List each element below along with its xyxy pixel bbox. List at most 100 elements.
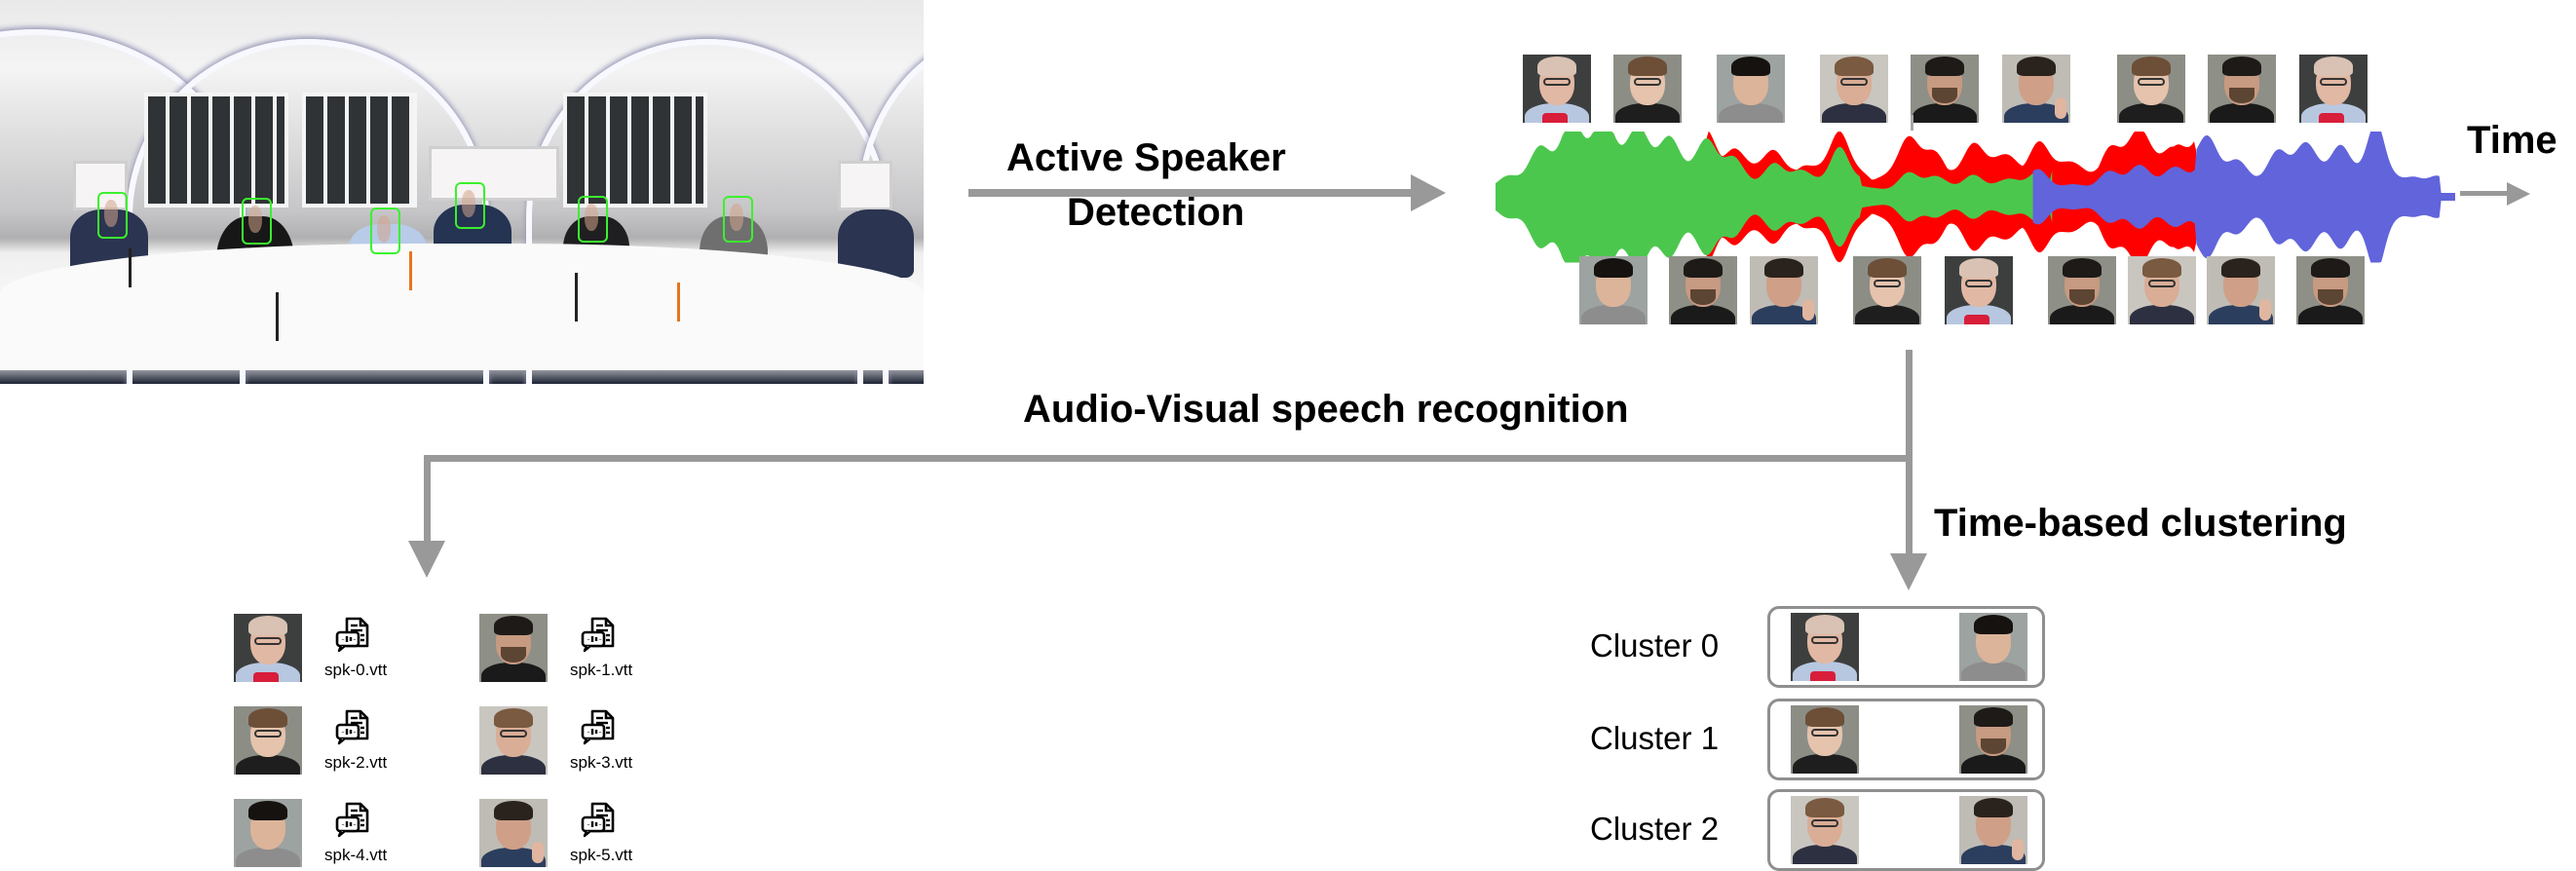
transcript-file-icon[interactable]	[334, 708, 371, 747]
face-hair	[494, 616, 533, 635]
face-hair	[1628, 57, 1667, 76]
face-hair	[494, 801, 533, 820]
avsr-arrow-vertical	[424, 455, 431, 545]
face-thumbnail-spk-0	[234, 614, 302, 682]
face-hair	[248, 801, 287, 820]
face-thumbnail-spk-1	[2048, 256, 2116, 324]
face-hair	[2221, 258, 2260, 278]
face-thumbnail-spk-1	[1911, 55, 1979, 123]
face-beard	[1690, 289, 1716, 305]
face-hair	[494, 708, 533, 728]
cluster-label: Cluster 0	[1590, 627, 1720, 663]
face-body	[236, 755, 300, 775]
face-beard	[501, 647, 526, 663]
face-bounding-box	[370, 208, 400, 254]
face-thumbnail-spk-5	[1959, 796, 2027, 864]
face-hair	[1835, 57, 1874, 76]
transcript-file-icon[interactable]	[334, 616, 371, 655]
transcript-file-name[interactable]: spk-3.vtt	[570, 753, 633, 772]
cluster-label: Cluster 1	[1590, 720, 1720, 756]
face-phone	[1810, 671, 1836, 681]
face-glasses	[1634, 78, 1661, 86]
face-thumbnail-spk-1	[2296, 256, 2365, 324]
face-hair	[248, 616, 287, 635]
face-body	[1961, 662, 2026, 681]
face-bounding-box	[97, 192, 128, 239]
transcript-file-icon[interactable]	[334, 801, 371, 840]
active-speaker-arrow-head	[1411, 174, 1446, 211]
face-hair	[2017, 57, 2056, 76]
face-thumbnail-spk-1	[479, 614, 548, 682]
face-beard	[1932, 88, 1957, 103]
face-bounding-box	[723, 196, 753, 243]
face-thumbnail-spk-2	[2117, 55, 2185, 123]
face-hand	[2259, 299, 2271, 321]
face-body	[1961, 845, 2026, 864]
face-glasses	[500, 730, 527, 738]
face-thumbnail-spk-5	[2207, 256, 2275, 324]
face-thumbnail-spk-0	[1945, 256, 2013, 324]
face-thumbnail-spk-4	[1959, 613, 2027, 681]
face-bounding-box	[242, 198, 272, 245]
audio-waveform	[1496, 132, 2455, 263]
transcript-file-name[interactable]: spk-0.vtt	[324, 661, 388, 679]
whiteboard	[838, 161, 892, 210]
transcript-file-icon[interactable]	[580, 616, 617, 655]
face-body	[2050, 305, 2114, 324]
face-hair	[248, 708, 287, 728]
transcript-file-name[interactable]: spk-2.vtt	[324, 753, 388, 772]
face-thumbnail-spk-1	[1959, 705, 2027, 774]
transcript-file-name[interactable]: spk-1.vtt	[570, 661, 633, 679]
face-hand	[2012, 839, 2024, 860]
tripod	[409, 251, 412, 290]
face-glasses	[1874, 280, 1901, 287]
face-bounding-box	[455, 182, 485, 229]
face-hair	[2311, 258, 2350, 278]
face-body	[1671, 305, 1735, 324]
timeline-tick	[1911, 115, 1913, 131]
face-thumbnail-spk-3	[2128, 256, 2196, 324]
face-thumbnail-spk-2	[1791, 705, 1859, 774]
time-arrow-head	[2507, 182, 2530, 206]
face-thumbnail-spk-2	[1853, 256, 1921, 324]
face-thumbnail-spk-4	[1717, 55, 1785, 123]
face-phone	[2319, 113, 2344, 123]
transcript-file-name[interactable]: spk-4.vtt	[324, 846, 388, 864]
avsr-arrow-horizontal	[424, 455, 1913, 462]
transcript-file-icon[interactable]	[580, 708, 617, 747]
tripod	[276, 292, 279, 341]
face-thumbnail-spk-5	[479, 799, 548, 867]
face-hair	[2132, 57, 2171, 76]
face-glasses	[2138, 78, 2165, 86]
face-thumbnail-spk-3	[1820, 55, 1888, 123]
transcript-file-name[interactable]: spk-5.vtt	[570, 846, 633, 864]
face-glasses	[1811, 729, 1838, 737]
cluster-label: Cluster 2	[1590, 811, 1720, 847]
face-glasses	[1811, 636, 1838, 644]
clustering-label: Time-based clustering	[1934, 502, 2347, 545]
face-body	[2209, 305, 2273, 324]
face-hair	[2222, 57, 2261, 76]
face-hair	[2063, 258, 2102, 278]
face-hair	[1537, 57, 1576, 76]
time-axis-label: Time	[2467, 119, 2557, 162]
face-thumbnail-spk-3	[479, 706, 548, 775]
transcript-file-icon[interactable]	[580, 801, 617, 840]
face-hair	[1764, 258, 1803, 278]
clustering-arrow-head	[1890, 553, 1927, 590]
face-body	[1581, 305, 1646, 324]
face-hair	[1731, 57, 1770, 76]
face-thumbnail-spk-1	[2208, 55, 2276, 123]
face-body	[1752, 305, 1816, 324]
whiteboard	[429, 146, 559, 201]
face-thumbnail-spk-5	[1750, 256, 1818, 324]
cluster-box	[1767, 606, 2045, 688]
face-body	[1793, 845, 1857, 864]
face-body	[1855, 305, 1919, 324]
face-body	[1913, 103, 1977, 123]
face-beard	[2229, 88, 2254, 103]
face-glasses	[1965, 280, 1992, 287]
face-body	[2298, 305, 2363, 324]
tripod	[575, 273, 578, 322]
face-hair	[1925, 57, 1964, 76]
